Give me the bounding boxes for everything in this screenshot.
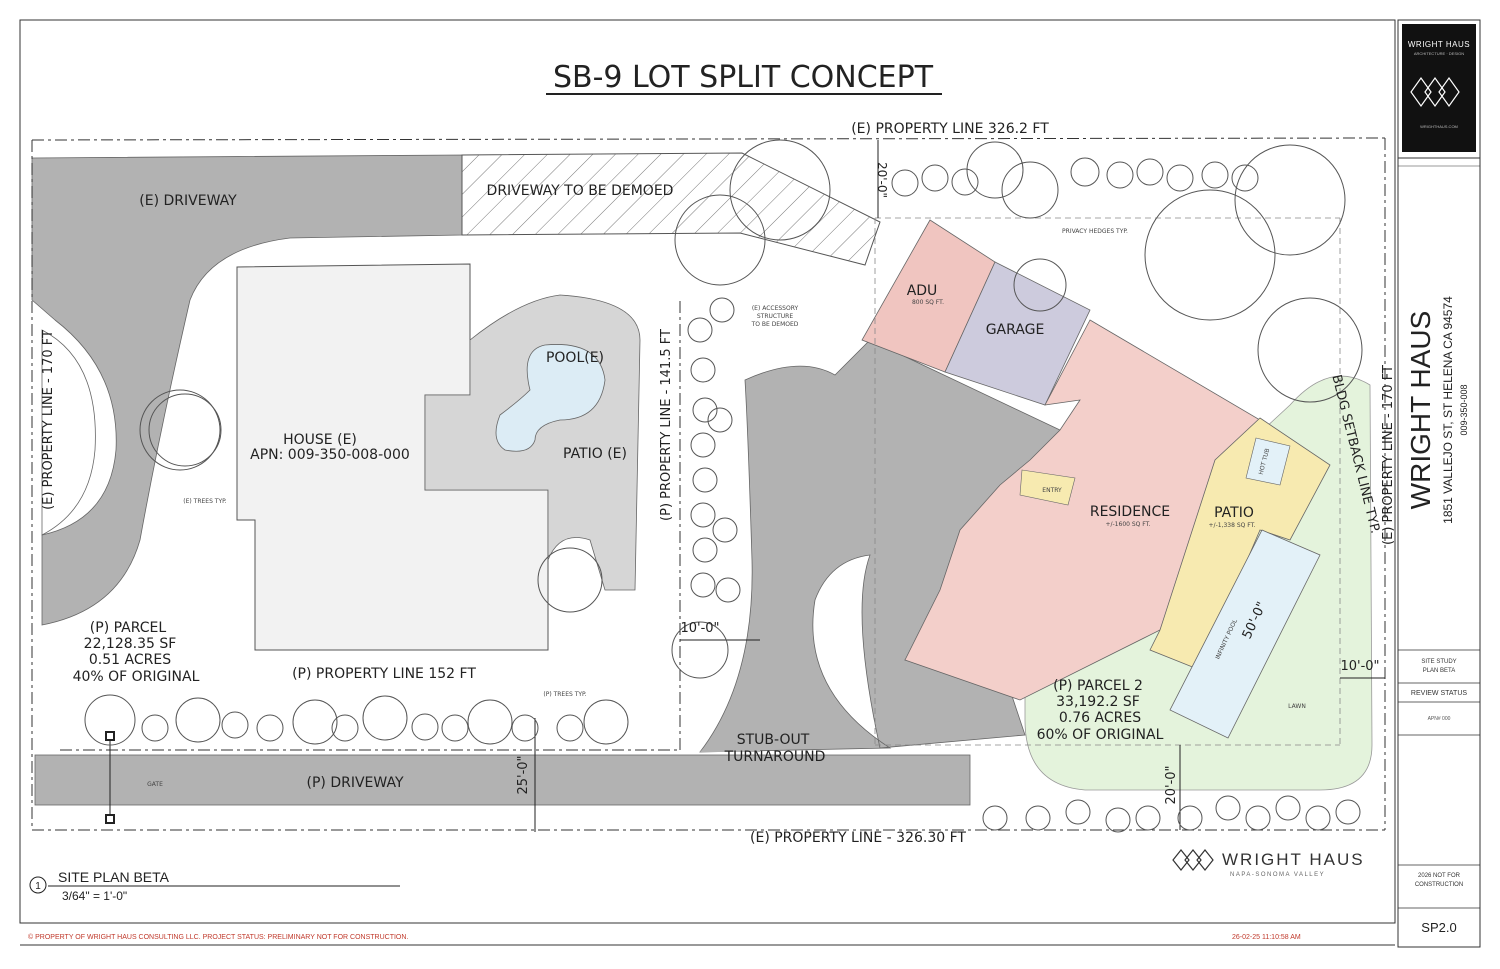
property-lines (31, 137, 1386, 831)
sheet-title: SB-9 LOT SPLIT CONCEPT (553, 60, 934, 95)
label-parcel2-3: 0.76 ACRES (1059, 710, 1141, 726)
label-setback-bottom: 20'-0" (1164, 765, 1179, 804)
label-parcel1-4: 40% OF ORIGINAL (73, 669, 200, 685)
logo-url: WRIGHTHAUS.COM (1420, 124, 1458, 129)
label-left-property-line: (E) PROPERTY LINE - 170 FT (41, 330, 56, 510)
label-e-driveway: (E) DRIVEWAY (139, 193, 237, 209)
drawing-scale: 3/64" = 1'-0" (62, 889, 127, 903)
entry-area (1019, 469, 1076, 506)
label-setback-top: 20'-0" (875, 162, 889, 198)
gate-post-bottom (105, 814, 115, 824)
label-parcel1-1: (P) PARCEL (90, 620, 167, 636)
issue-2: CONSTRUCTION (1415, 882, 1463, 888)
logo-sub: ARCHITECTURE · DESIGN (1414, 51, 1464, 56)
label-setback-right: 10'-0" (1340, 659, 1379, 674)
label-driveway-width: 25'-0" (516, 755, 531, 794)
logo-text: WRIGHT HAUS (1408, 40, 1470, 49)
hedges (141, 157, 1361, 833)
label-garage: GARAGE (986, 322, 1045, 338)
driveway-to-be-demoed (461, 152, 881, 266)
label-residence-area: +/-1600 SQ FT. (1105, 521, 1150, 528)
dimension-lines (109, 140, 1385, 832)
label-p-property-line-v: (P) PROPERTY LINE - 141.5 FT (659, 329, 674, 521)
label-house: HOUSE (E) (283, 432, 357, 448)
proposed-driveway (34, 754, 971, 806)
label-p-property-line-h: (P) PROPERTY LINE 152 FT (292, 666, 476, 682)
label-accessory-2: STRUCTURE (757, 313, 793, 320)
label-patio-new-area: +/-1,338 SQ FT. (1209, 522, 1256, 529)
label-parcel1-2: 22,128.35 SF (84, 636, 177, 652)
existing-pool (495, 344, 606, 452)
turnaround-fill (700, 560, 760, 752)
sheet-desc-2: PLAN BETA (1423, 668, 1456, 674)
label-parcel2-1: (P) PARCEL 2 (1053, 678, 1143, 694)
label-pool-e: POOL(E) (546, 350, 604, 366)
logo-mark-icon (1410, 76, 1460, 108)
trees (84, 139, 1363, 746)
label-adu-area: 800 SQ FT. (912, 299, 944, 306)
label-driveway-demo: DRIVEWAY TO BE DEMOED (487, 183, 674, 199)
label-right-property-line: (E) PROPERTY LINE - 170 FT (1381, 365, 1396, 545)
title-block-company: WRIGHT HAUS (1405, 311, 1436, 510)
label-parcel1-3: 0.51 ACRES (89, 652, 171, 668)
brand-logo-icon (1172, 849, 1214, 871)
gate-post-top (105, 731, 115, 741)
label-adu: ADU (907, 283, 938, 299)
label-setback-mid: 10'-0" (680, 621, 719, 636)
drawing-border (19, 19, 1396, 924)
footer-notice: © PROPERTY OF WRIGHT HAUS CONSULTING LLC… (28, 933, 408, 941)
label-parcel2-2: 33,192.2 SF (1056, 694, 1140, 710)
label-privacy-hedges: PRIVACY HEDGES TYP. (1062, 228, 1128, 235)
sheet-desc-1: SITE STUDY (1421, 659, 1456, 665)
label-patio-new: PATIO (1214, 505, 1254, 521)
label-stub-2: TURNAROUND (724, 749, 826, 765)
title-block-address: 1851 VALLEJO ST, ST HELENA CA 94574 (1441, 296, 1455, 524)
label-residence: RESIDENCE (1090, 504, 1170, 520)
brand-name: WRIGHT HAUS (1222, 850, 1365, 869)
label-patio-e: PATIO (E) (563, 446, 627, 462)
setback-lines (874, 217, 1341, 746)
sheet-number: SP2.0 (1421, 920, 1456, 935)
label-gate: GATE (147, 781, 163, 788)
drawing-number: 1 (35, 881, 41, 892)
review-status: REVIEW STATUS (1411, 690, 1467, 697)
infinity-pool (1169, 529, 1321, 739)
existing-driveway (31, 154, 463, 626)
hot-tub (1245, 437, 1291, 486)
review-value: APN# 000 (1428, 716, 1451, 722)
label-accessory-3: TO BE DEMOED (751, 321, 799, 328)
brand-tagline: NAPA-SONOMA VALLEY (1230, 872, 1325, 878)
label-house-apn: APN: 009-350-008-000 (250, 447, 410, 463)
label-stub-1: STUB-OUT (737, 732, 810, 748)
label-accessory-1: (E) ACCESSORY (752, 305, 799, 312)
label-entry: ENTRY (1042, 487, 1062, 494)
footer-timestamp: 26-02-25 11:10:58 AM (1232, 934, 1301, 941)
label-lawn: LAWN (1288, 703, 1306, 710)
label-p-trees-typ: (P) TREES TYP. (543, 691, 586, 698)
title-block: WRIGHT HAUS ARCHITECTURE · DESIGN WRIGHT… (1397, 19, 1481, 948)
label-bottom-property-line: (E) PROPERTY LINE - 326.30 FT (750, 830, 966, 846)
label-parcel2-4: 60% OF ORIGINAL (1037, 727, 1164, 743)
label-trees-typ: (E) TREES TYP. (183, 498, 227, 505)
driveway-island (41, 329, 96, 536)
drawing-number-circle (29, 876, 47, 894)
drawing-name: SITE PLAN BETA (58, 869, 170, 885)
label-top-property-line: (E) PROPERTY LINE 326.2 FT (851, 121, 1049, 137)
issue-1: 2026 NOT FOR (1418, 873, 1461, 879)
title-block-apn: 009-350-008 (1459, 384, 1469, 435)
label-p-driveway: (P) DRIVEWAY (307, 775, 404, 791)
